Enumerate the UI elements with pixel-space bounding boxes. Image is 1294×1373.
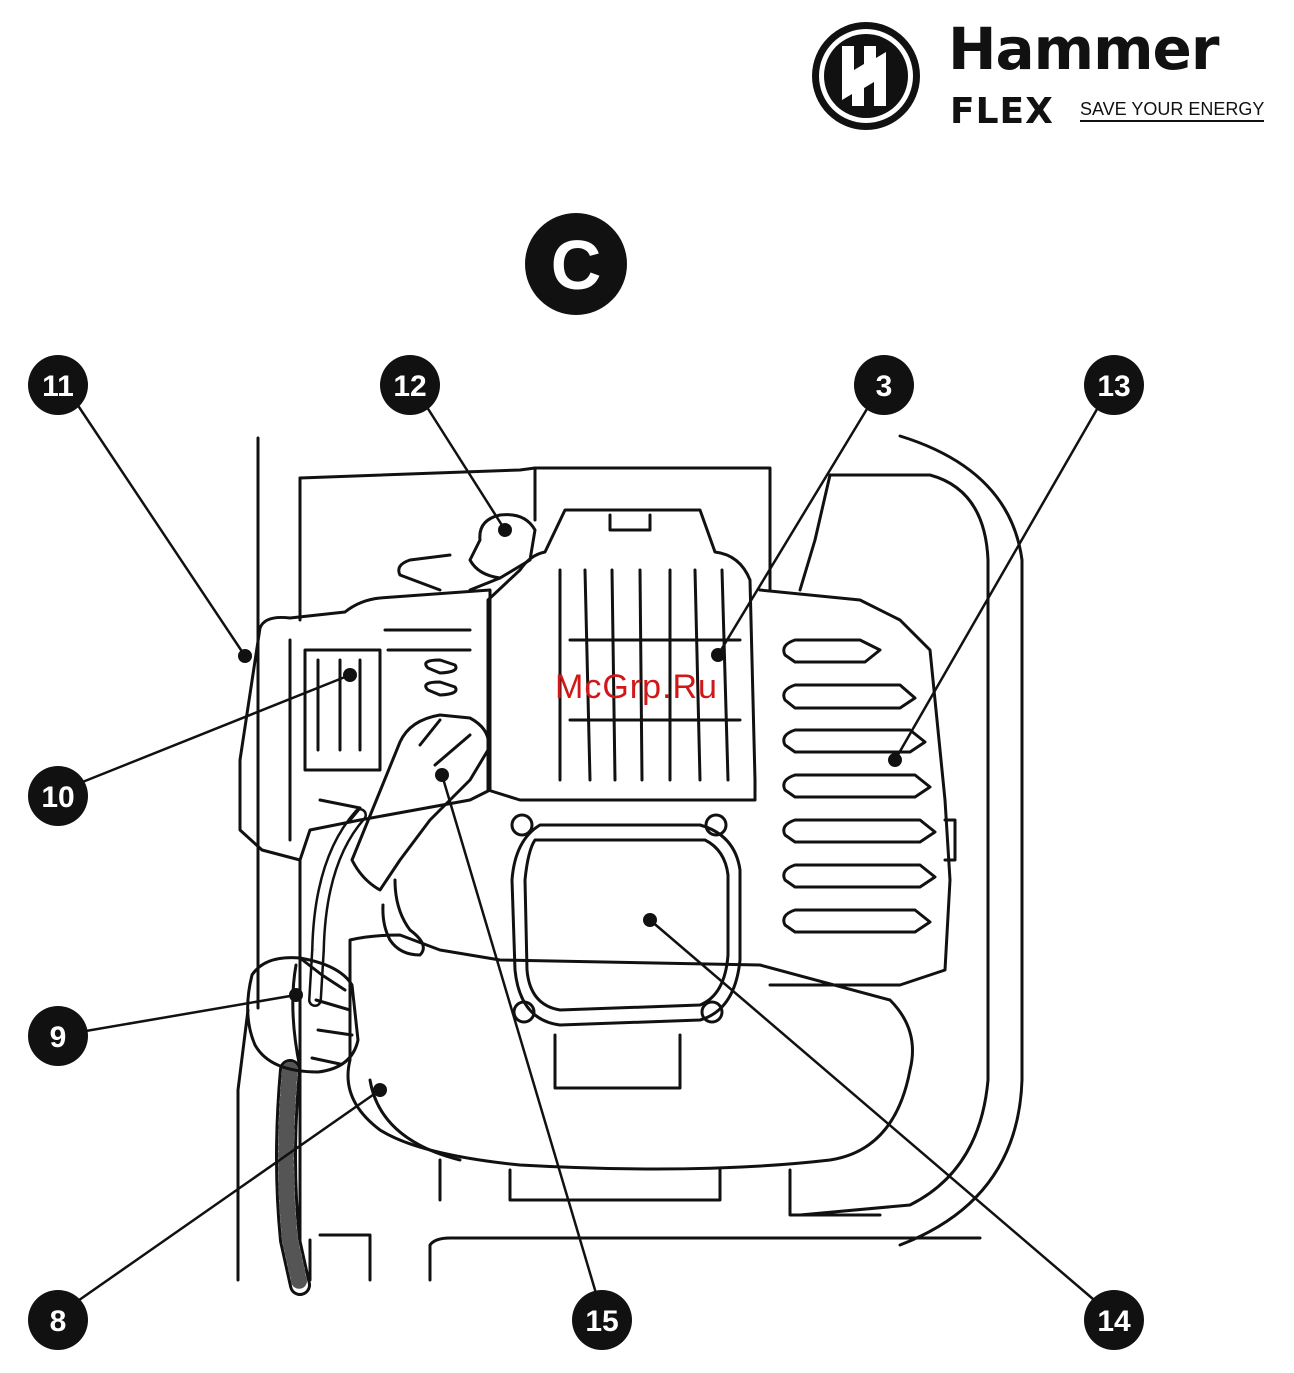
watermark: McGrp.Ru [555, 668, 718, 707]
leader-lines [72, 404, 1100, 1305]
svg-text:9: 9 [50, 1021, 67, 1054]
svg-text:8: 8 [50, 1305, 67, 1338]
svg-text:15: 15 [585, 1305, 618, 1338]
svg-text:14: 14 [1097, 1305, 1131, 1338]
callout-10: 10 [28, 766, 88, 826]
section-label: C [551, 226, 602, 304]
svg-text:13: 13 [1097, 370, 1130, 403]
svg-text:10: 10 [41, 781, 74, 814]
callout-12: 12 [380, 355, 440, 415]
callout-3: 3 [854, 355, 914, 415]
callout-14: 14 [1084, 1290, 1144, 1350]
svg-text:11: 11 [42, 370, 74, 403]
engine-drawing [238, 436, 1022, 1285]
section-badge: C [525, 213, 627, 315]
callout-15: 15 [572, 1290, 632, 1350]
svg-text:12: 12 [393, 370, 426, 403]
callout-9: 9 [28, 1006, 88, 1066]
callout-13: 13 [1084, 355, 1144, 415]
callout-11: 11 [28, 355, 88, 415]
callout-8: 8 [28, 1290, 88, 1350]
svg-text:3: 3 [876, 370, 893, 403]
